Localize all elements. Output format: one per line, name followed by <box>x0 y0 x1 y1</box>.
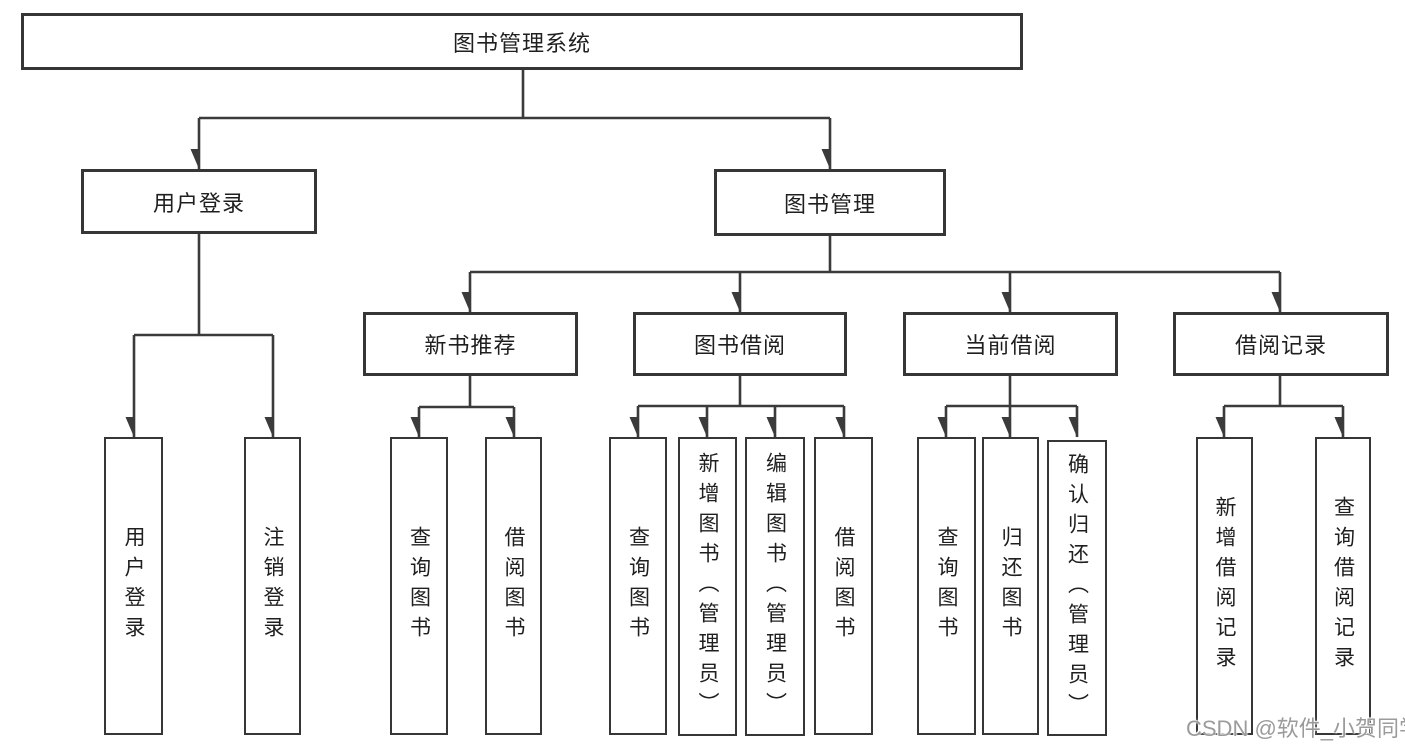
node-label: 用户登录 <box>122 526 146 646</box>
node-borrow-records: 借阅记录 <box>1173 312 1389 376</box>
node-label: 注销登录 <box>261 526 285 646</box>
leaf-return-books: 归还图书 <box>982 437 1039 735</box>
leaf-query-books-borrow: 查询图书 <box>609 437 667 735</box>
node-label: 新书推荐 <box>424 333 517 358</box>
csdn-watermark: CSDN @软件_小贺同学 <box>1186 716 1405 741</box>
node-label: 确认归还（管理员） <box>1065 453 1089 723</box>
node-label: 借阅图书 <box>502 526 526 646</box>
node-label: 借阅图书 <box>832 526 856 646</box>
node-label: 图书管理系统 <box>452 30 591 56</box>
leaf-add-books-admin: 新增图书（管理员） <box>678 437 737 736</box>
node-label: 用户登录 <box>152 190 245 216</box>
leaf-query-books-recommend: 查询图书 <box>390 437 448 735</box>
leaf-add-borrow-record: 新增借阅记录 <box>1196 437 1253 735</box>
node-label: 新增借阅记录 <box>1213 496 1237 676</box>
node-label: 归还图书 <box>999 526 1023 646</box>
node-label: 图书管理 <box>783 191 876 217</box>
leaf-borrow-books: 借阅图书 <box>814 437 873 735</box>
leaf-query-borrow-record: 查询借阅记录 <box>1315 437 1371 735</box>
leaf-confirm-return-admin: 确认归还（管理员） <box>1047 440 1107 736</box>
node-new-book-recommend: 新书推荐 <box>363 312 578 376</box>
node-label: 新增图书（管理员） <box>696 451 720 722</box>
leaf-query-books-current: 查询图书 <box>917 437 976 735</box>
leaf-logout: 注销登录 <box>244 437 301 735</box>
node-label: 当前借阅 <box>964 333 1057 358</box>
leaf-edit-books-admin: 编辑图书（管理员） <box>745 437 805 736</box>
node-label: 借阅记录 <box>1234 333 1327 358</box>
node-current-borrow: 当前借阅 <box>903 312 1118 376</box>
node-label: 编辑图书（管理员） <box>763 451 787 722</box>
leaf-borrow-books-recommend: 借阅图书 <box>485 437 542 735</box>
node-book-management: 图书管理 <box>714 169 946 236</box>
node-book-borrow: 图书借阅 <box>633 312 847 376</box>
node-label: 查询图书 <box>626 526 650 646</box>
leaf-user-login: 用户登录 <box>104 437 163 735</box>
node-label: 查询借阅记录 <box>1331 496 1355 676</box>
node-library-management-system: 图书管理系统 <box>21 13 1023 70</box>
node-user-login: 用户登录 <box>81 169 317 234</box>
node-label: 查询图书 <box>407 526 431 646</box>
node-label: 图书借阅 <box>693 333 786 358</box>
node-label: 查询图书 <box>935 526 959 646</box>
